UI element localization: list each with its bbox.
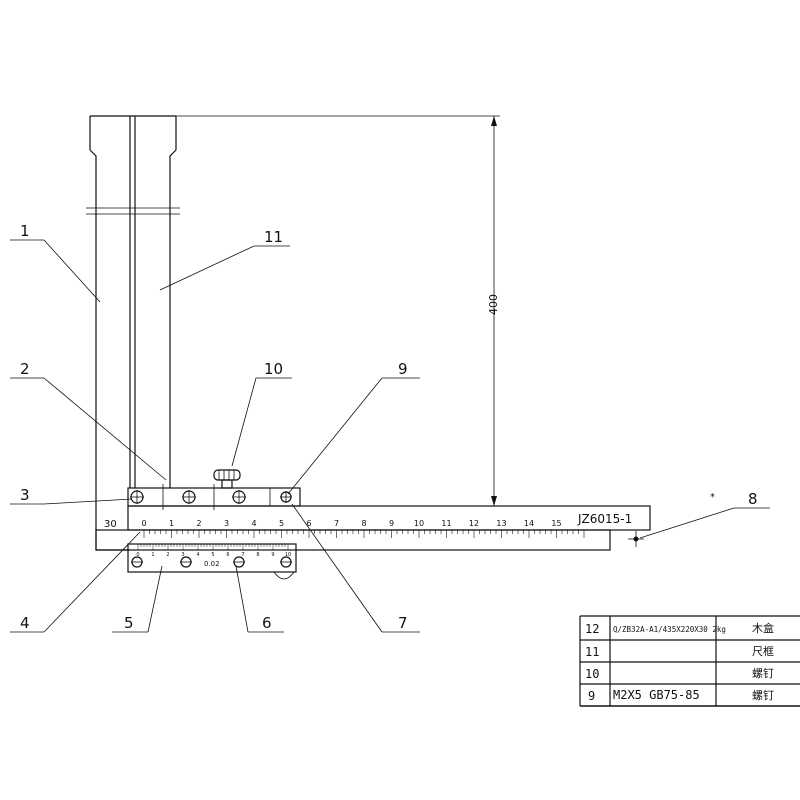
dimension-400-label: 400 <box>487 294 500 315</box>
vernier-number: 8 <box>256 552 259 558</box>
callout-7: 7 <box>398 614 408 632</box>
vernier-number: 5 <box>211 552 214 558</box>
vernier-number: 3 <box>181 552 184 558</box>
vernier-numbers: 0 1 2 3 4 5 6 7 8 9 10 <box>136 552 291 558</box>
left-scale-label: 30 <box>104 519 117 530</box>
main-scale-number: 8 <box>361 519 366 528</box>
vernier-number: 10 <box>285 552 291 558</box>
knurled-knob <box>213 469 241 489</box>
callout-10: 10 <box>264 360 283 378</box>
bom-row-spec: M2X5 GB75-85 <box>613 688 700 702</box>
bom-row: 11 尺框 <box>585 645 774 659</box>
main-scale-number: 12 <box>469 519 479 528</box>
model-label: JZ6015-1 <box>577 512 632 526</box>
vernier-number: 2 <box>166 552 169 558</box>
main-scale-number: 1 <box>169 519 174 528</box>
vernier-number: 1 <box>151 552 154 558</box>
main-scale-number: 0 <box>141 519 146 528</box>
screw <box>182 490 196 504</box>
main-scale-number: 11 <box>441 519 451 528</box>
main-scale-number: 5 <box>279 519 284 528</box>
main-scale-ticks <box>143 530 585 538</box>
bom-row-no: 9 <box>588 689 595 703</box>
vernier-number: 0 <box>136 552 139 558</box>
callout-5: 5 <box>124 614 134 632</box>
vernier-number: 4 <box>196 552 199 558</box>
callout-4: 4 <box>20 614 30 632</box>
callout-6: 6 <box>262 614 272 632</box>
main-scale-number: 14 <box>524 519 534 528</box>
callout-1: 1 <box>20 222 30 240</box>
bom-row-no: 12 <box>585 622 599 636</box>
bom-row: 9 M2X5 GB75-85 螺钉 <box>588 688 774 703</box>
screw <box>233 556 245 568</box>
callout-numbers: 1 2 3 4 5 6 7 8 9 10 11 <box>20 222 758 632</box>
main-scale-number: 10 <box>414 519 424 528</box>
main-scale-number: 13 <box>496 519 506 528</box>
bom-row-name: 螺钉 <box>752 667 774 680</box>
bom-table: 12 Q/ZB32A-A1/435X220X30 2kg 木盒 11 尺框 10… <box>579 615 800 707</box>
main-scale-number: 4 <box>251 519 256 528</box>
bom-row-name: 尺框 <box>752 645 774 658</box>
screw <box>280 491 292 503</box>
upper-slider-frame <box>127 484 301 510</box>
vertical-beam <box>86 115 500 551</box>
main-scale-number: 9 <box>389 519 394 528</box>
vernier-number: 7 <box>241 552 244 558</box>
asterisk-mark: * <box>710 492 715 503</box>
callout-9: 9 <box>398 360 408 378</box>
vernier-number: 9 <box>271 552 274 558</box>
vernier-number: 6 <box>226 552 229 558</box>
callout-2: 2 <box>20 360 30 378</box>
screw <box>280 556 292 568</box>
main-scale-number: 2 <box>196 519 201 528</box>
callout-11: 11 <box>264 228 283 246</box>
main-scale-number: 3 <box>224 519 229 528</box>
bom-row-spec: Q/ZB32A-A1/435X220X30 2kg <box>613 625 726 634</box>
bom-row-no: 11 <box>585 645 599 659</box>
bom-row: 12 Q/ZB32A-A1/435X220X30 2kg 木盒 <box>585 621 774 636</box>
screw <box>131 556 143 568</box>
main-scale-number: 7 <box>334 519 339 528</box>
vernier-ticks <box>137 544 289 550</box>
screw <box>232 490 246 504</box>
bom-row: 10 螺钉 <box>585 667 774 681</box>
main-scale-number: 6 <box>306 519 311 528</box>
callout-8: 8 <box>748 490 758 508</box>
screw <box>180 556 192 568</box>
vernier-precision-label: 0.02 <box>204 560 220 568</box>
height-dimension: 400 <box>487 116 500 506</box>
vernier-plate: 0 1 2 3 4 5 6 7 8 9 10 0.02 <box>127 543 297 580</box>
callout-3: 3 <box>20 486 30 504</box>
bom-row-name: 螺钉 <box>752 689 774 702</box>
bom-row-no: 10 <box>585 667 599 681</box>
screw <box>130 490 144 504</box>
main-scale-number: 15 <box>551 519 561 528</box>
leader-lines <box>10 239 770 633</box>
bom-row-name: 木盒 <box>752 621 774 635</box>
